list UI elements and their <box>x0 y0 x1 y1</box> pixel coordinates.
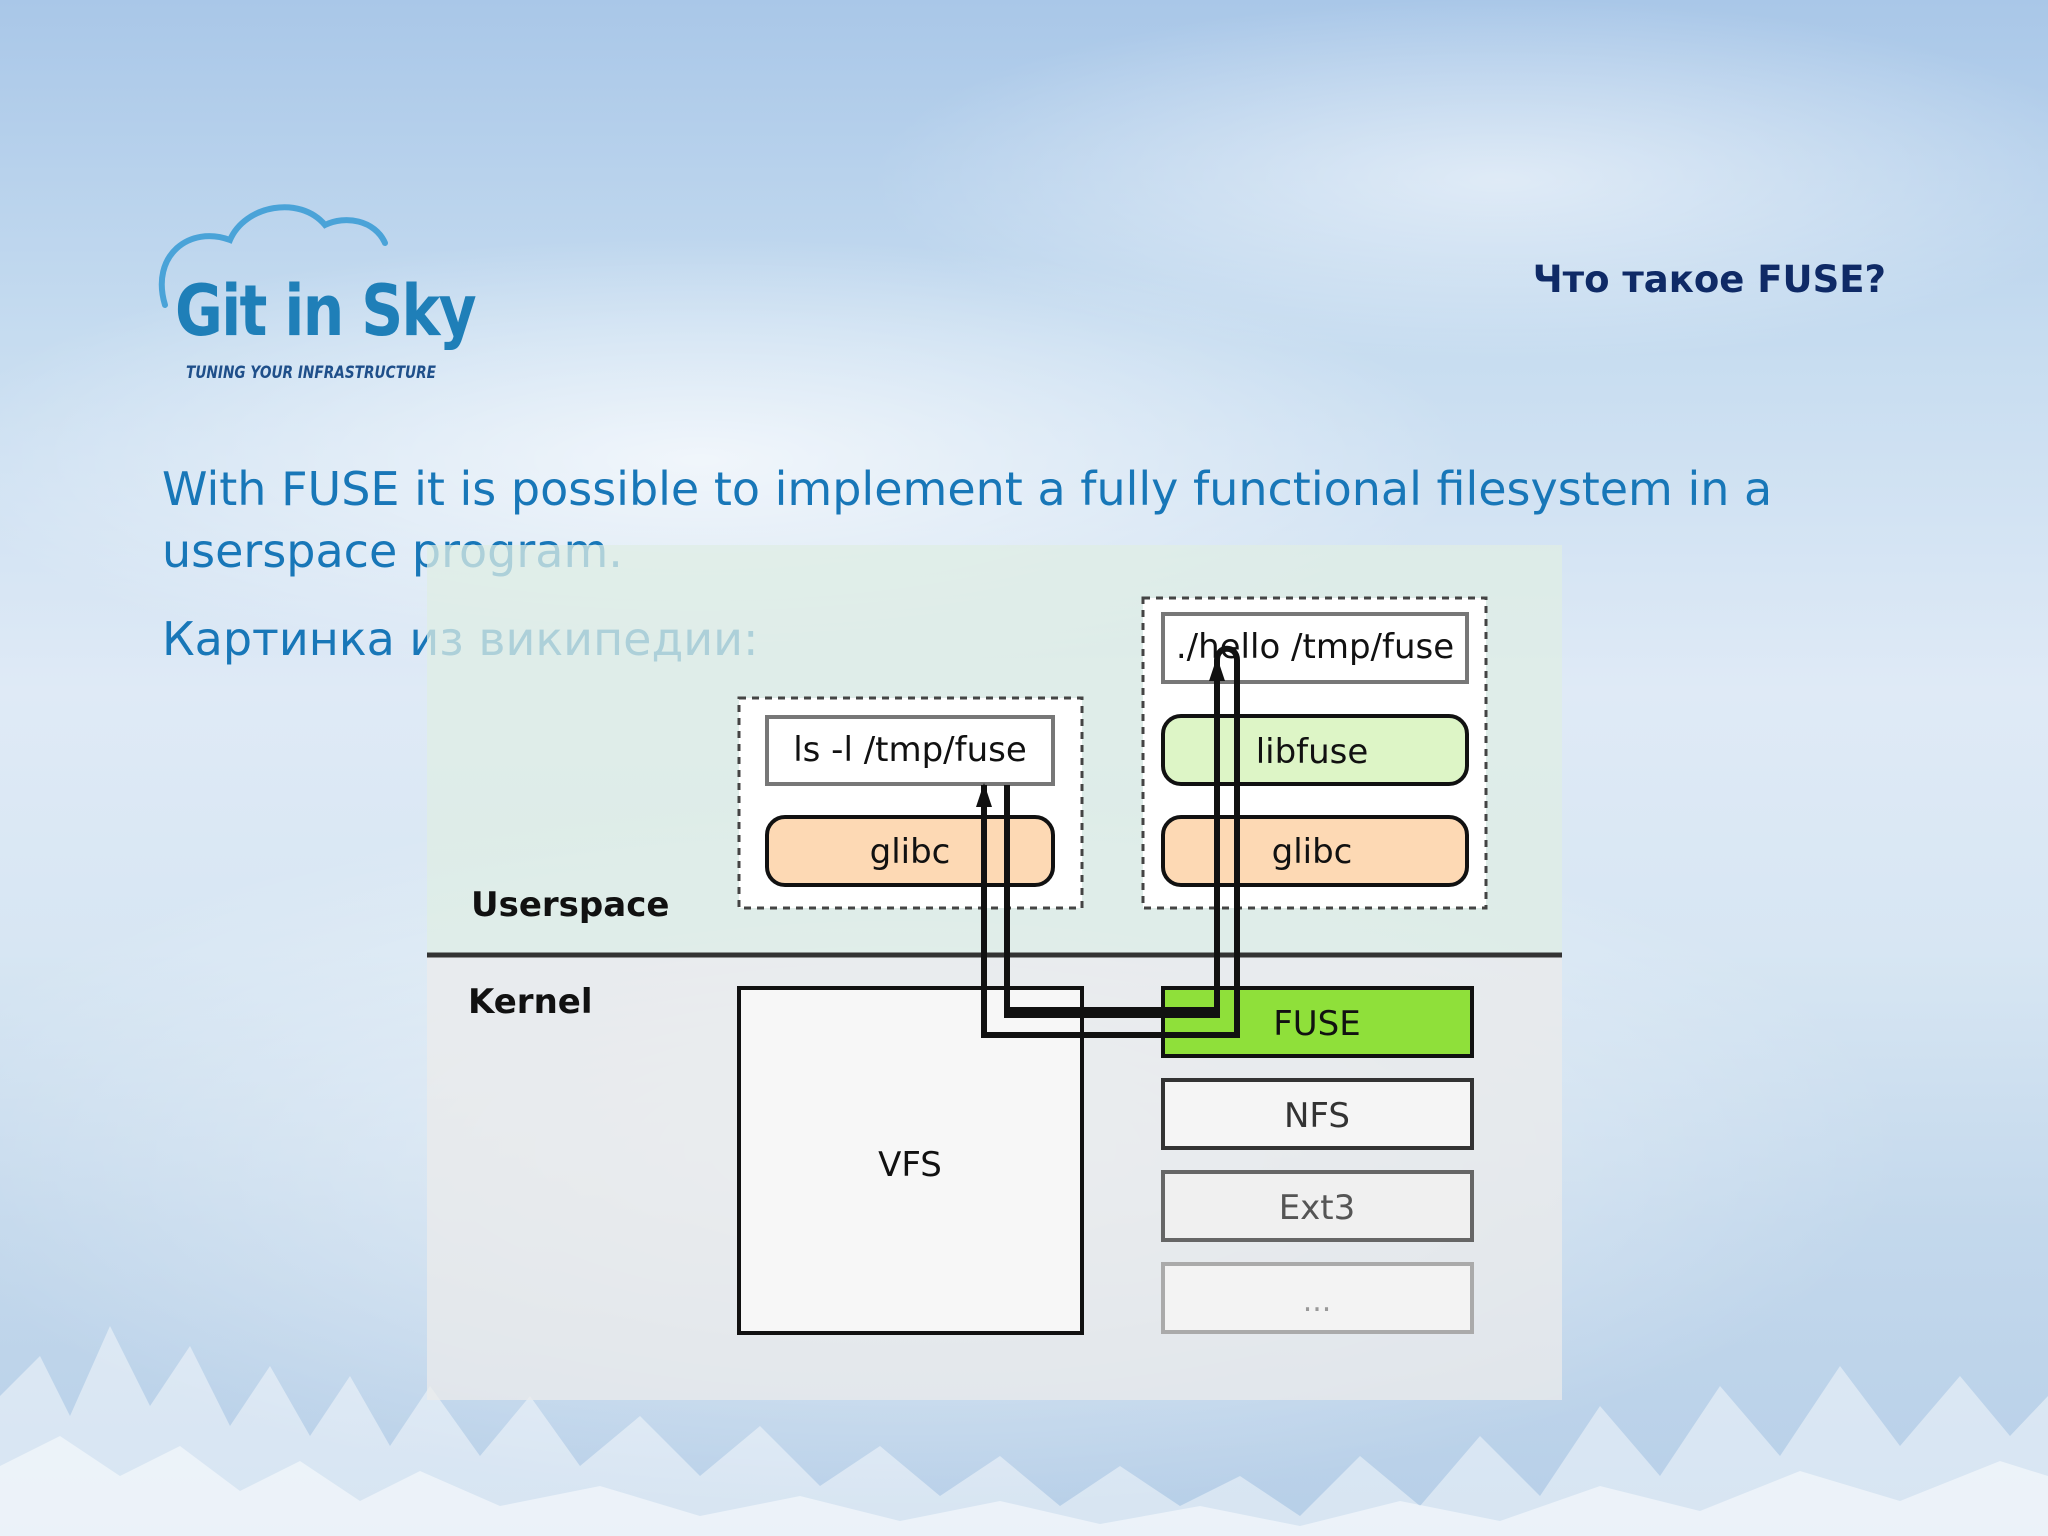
cloud-icon <box>158 204 388 308</box>
glibc-left-label: glibc <box>870 832 951 872</box>
arrowhead-ls <box>976 783 992 807</box>
ext3-label: Ext3 <box>1279 1188 1356 1228</box>
background-mountains <box>0 1326 2048 1536</box>
glibc-right-label: glibc <box>1272 832 1353 872</box>
logo-name: Git in Sky <box>175 270 476 352</box>
fuse-architecture-diagram: Userspace Kernel ls -l /tmp/fuse glibc .… <box>427 545 1562 1400</box>
outer-loop <box>981 645 1240 1038</box>
slide-title: Что такое FUSE? <box>1532 258 1886 301</box>
git-in-sky-logo: Git in Sky TUNING YOUR INFRASTRUCTURE <box>158 204 478 383</box>
more-fs-label: ... <box>1303 1284 1332 1319</box>
libfuse-label: libfuse <box>1256 732 1369 772</box>
vfs-box <box>737 986 1084 1335</box>
nfs-box <box>1161 1078 1474 1150</box>
vfs-label: VFS <box>878 1145 942 1185</box>
logo-tagline: TUNING YOUR INFRASTRUCTURE <box>186 363 436 383</box>
kernel-label: Kernel <box>468 982 593 1022</box>
ls-command-box <box>765 715 1055 786</box>
fuse-module-label: FUSE <box>1273 1004 1361 1044</box>
arrowhead-hello <box>1209 657 1225 681</box>
ls-command-label: ls -l /tmp/fuse <box>793 730 1027 770</box>
body-paragraph: With FUSE it is possible to implement a … <box>162 462 1773 578</box>
userspace-label: Userspace <box>471 885 669 925</box>
ext3-box <box>1161 1170 1474 1242</box>
arrow-lines <box>981 645 1240 1038</box>
more-fs-box <box>1161 1262 1474 1334</box>
nfs-label: NFS <box>1284 1096 1350 1136</box>
